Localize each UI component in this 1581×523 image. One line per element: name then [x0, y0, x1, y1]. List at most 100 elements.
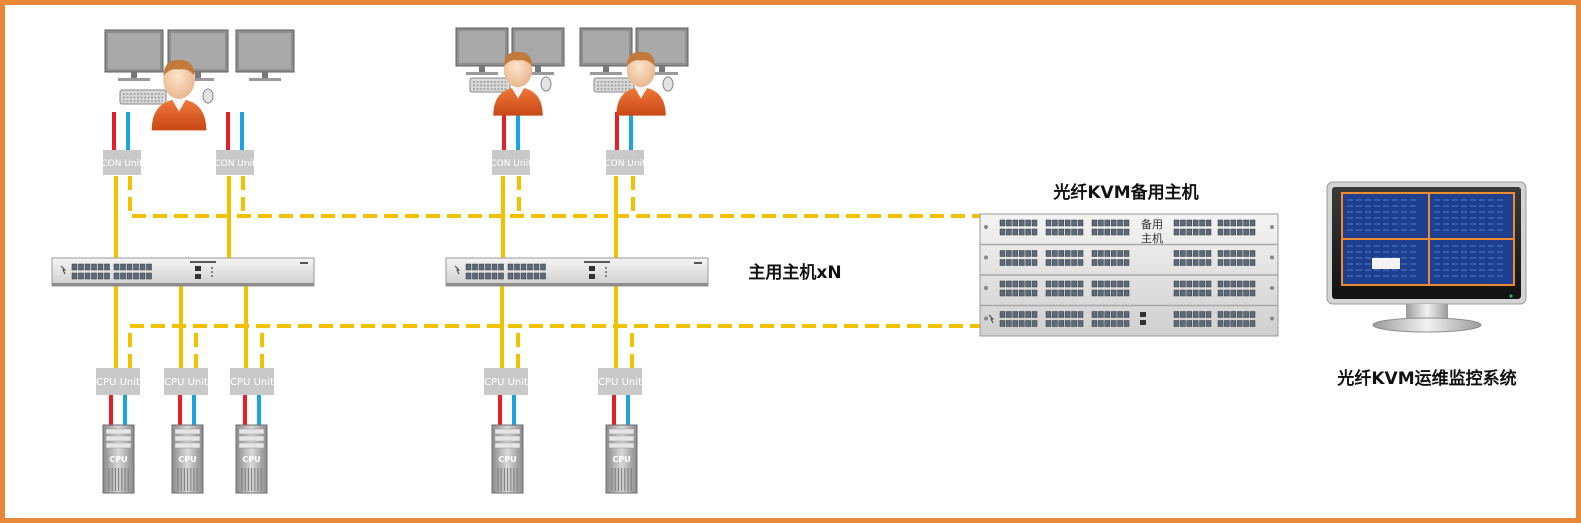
backup-port — [1224, 289, 1230, 297]
backup-port — [1045, 250, 1052, 257]
cpu-unit-label: CPU Unit — [598, 377, 642, 388]
backup-panel-label-line2: 主机 — [1141, 231, 1163, 245]
backup-port — [1052, 259, 1058, 266]
backup-port — [1117, 250, 1123, 257]
monitor-neck — [479, 66, 485, 72]
switch-logo-mark — [300, 262, 308, 264]
backup-port — [1217, 280, 1224, 288]
user-avatar-icon — [626, 52, 656, 88]
server-cpu-label: CPU — [109, 455, 127, 464]
monitor-base — [118, 78, 150, 81]
monitor-neck — [603, 66, 609, 72]
user-body — [151, 98, 207, 131]
backup-port — [1091, 280, 1098, 288]
switch-indicator-icon — [605, 275, 607, 277]
backup-port — [1104, 280, 1111, 288]
backup-port — [1031, 228, 1038, 236]
backup-port — [1230, 311, 1237, 318]
monitor-stand-neck — [1406, 304, 1448, 320]
server-drive-bay — [238, 442, 265, 449]
backup-port — [1052, 250, 1058, 257]
backup-port — [1192, 280, 1199, 288]
switch-port — [527, 272, 533, 280]
backup-port — [1071, 228, 1077, 236]
backup-port — [1091, 289, 1098, 297]
chassis-screw — [1270, 286, 1274, 290]
server-cpu-label: CPU — [242, 455, 260, 464]
backup-port — [1110, 280, 1117, 288]
backup-port — [1031, 311, 1038, 318]
backup-port — [999, 289, 1006, 297]
con-unit-label: CON Unit — [604, 159, 646, 169]
backup-port — [1192, 228, 1199, 236]
backup-port — [1104, 250, 1111, 257]
backup-port — [1077, 280, 1084, 288]
cpu-unit-box — [96, 368, 140, 395]
monitor-system-label: 光纤KVM运维监控系统 — [1336, 368, 1516, 389]
con-unit-label: CON Unit — [101, 159, 143, 169]
con-unit: CON Unit — [604, 150, 646, 175]
backup-port — [1230, 259, 1237, 266]
switch-indicator-icon — [605, 271, 607, 273]
switch-port — [71, 263, 78, 271]
cpu-unit-label: CPU Unit — [484, 377, 528, 388]
screen-dialog — [1372, 258, 1400, 269]
backup-port — [1098, 289, 1104, 297]
backup-port — [1025, 259, 1031, 266]
server-tower-icon: CPU — [102, 424, 135, 494]
backup-port — [1243, 289, 1249, 297]
backup-port — [1091, 311, 1098, 318]
switch-port — [78, 263, 84, 271]
switch-chassis — [51, 257, 315, 287]
monitor-base — [249, 78, 281, 81]
con-unit-label: CON Unit — [214, 159, 256, 169]
backup-port — [1236, 259, 1243, 266]
backup-port — [1052, 280, 1058, 288]
chassis-screw — [984, 316, 988, 321]
switch-port — [84, 272, 91, 280]
switch-port — [507, 272, 514, 280]
backup-port — [1243, 250, 1249, 257]
backup-port — [1123, 320, 1130, 327]
backup-port — [999, 320, 1006, 327]
backup-port — [1006, 250, 1012, 257]
backup-port — [1205, 311, 1212, 318]
backup-port — [1045, 289, 1052, 297]
cpu-unit-box — [598, 368, 642, 395]
server-drive-bay — [494, 428, 521, 435]
server-drive-bay — [238, 435, 265, 442]
server-drive-bay — [494, 435, 521, 442]
backup-port — [1236, 311, 1243, 318]
switch-led-port — [195, 266, 201, 271]
video-cables — [109, 112, 633, 425]
switch-port — [514, 272, 520, 280]
user-body — [616, 87, 666, 116]
backup-port — [1186, 280, 1193, 288]
backup-port — [1012, 320, 1019, 327]
backup-port — [1006, 320, 1012, 327]
monitor-base — [590, 72, 622, 75]
backup-port — [1006, 289, 1012, 297]
backup-port — [1217, 311, 1224, 318]
server-cpu-label: CPU — [178, 455, 196, 464]
backup-port — [999, 228, 1006, 236]
switch-port — [113, 272, 120, 280]
backup-port — [1217, 219, 1224, 227]
con-unit: CON Unit — [214, 150, 256, 175]
backup-port — [1173, 320, 1180, 327]
backup-port — [1224, 250, 1230, 257]
backup-port — [1064, 280, 1071, 288]
backup-port — [1104, 219, 1111, 227]
main-kvm-switch — [51, 257, 315, 287]
keyboard-icon — [469, 77, 511, 93]
user-collar — [171, 98, 187, 112]
chassis-screw — [984, 225, 988, 229]
backup-port — [1006, 219, 1012, 227]
backup-port — [1249, 259, 1256, 266]
cpu-unit-box — [230, 368, 274, 395]
workstation-1 — [104, 29, 295, 131]
monitor-base — [466, 72, 498, 75]
server-tower-icon: CPU — [235, 424, 268, 494]
backup-port — [1243, 280, 1249, 288]
control-monitor-icon — [1326, 181, 1527, 333]
